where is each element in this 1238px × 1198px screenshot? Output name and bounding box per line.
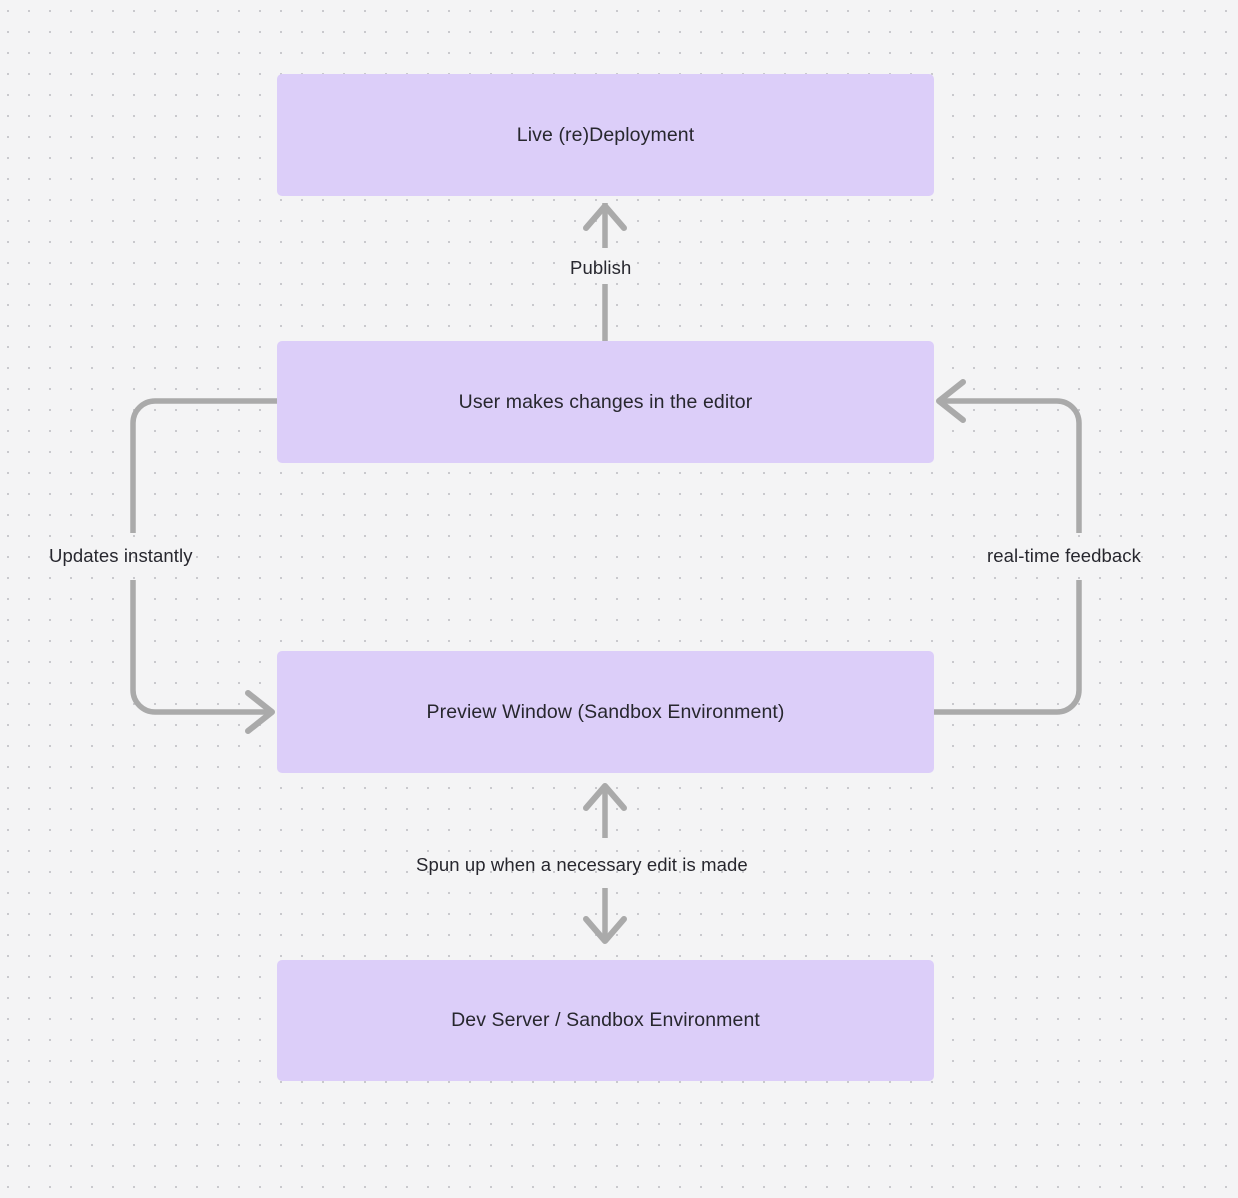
node-user-edits-label: User makes changes in the editor <box>458 390 753 413</box>
edge-spun-arrowhead-up <box>583 783 627 811</box>
node-live-deployment-label: Live (re)Deployment <box>516 123 695 146</box>
edge-updates-upper-segment <box>130 398 277 533</box>
edge-updates-lower-segment <box>130 580 268 715</box>
edge-label-updates-instantly: Updates instantly <box>49 545 193 566</box>
edge-spun-arrowhead-down <box>583 916 627 944</box>
edge-updates-arrowhead <box>245 690 275 734</box>
node-live-deployment[interactable]: Live (re)Deployment <box>277 74 934 196</box>
edge-label-real-time-feedback: real-time feedback <box>987 545 1141 566</box>
edge-realtime-arrowhead <box>936 379 966 423</box>
edge-label-publish: Publish <box>570 257 632 278</box>
node-dev-server[interactable]: Dev Server / Sandbox Environment <box>277 960 934 1081</box>
node-user-edits[interactable]: User makes changes in the editor <box>277 341 934 463</box>
edge-label-spun-up: Spun up when a necessary edit is made <box>416 854 748 875</box>
edge-realtime-upper-segment <box>943 398 1082 533</box>
node-dev-server-label: Dev Server / Sandbox Environment <box>451 1009 760 1032</box>
edge-realtime-lower-segment <box>934 580 1082 715</box>
node-preview-window[interactable]: Preview Window (Sandbox Environment) <box>277 651 934 773</box>
node-preview-window-label: Preview Window (Sandbox Environment) <box>426 700 785 723</box>
edge-publish-arrowhead <box>583 203 627 231</box>
